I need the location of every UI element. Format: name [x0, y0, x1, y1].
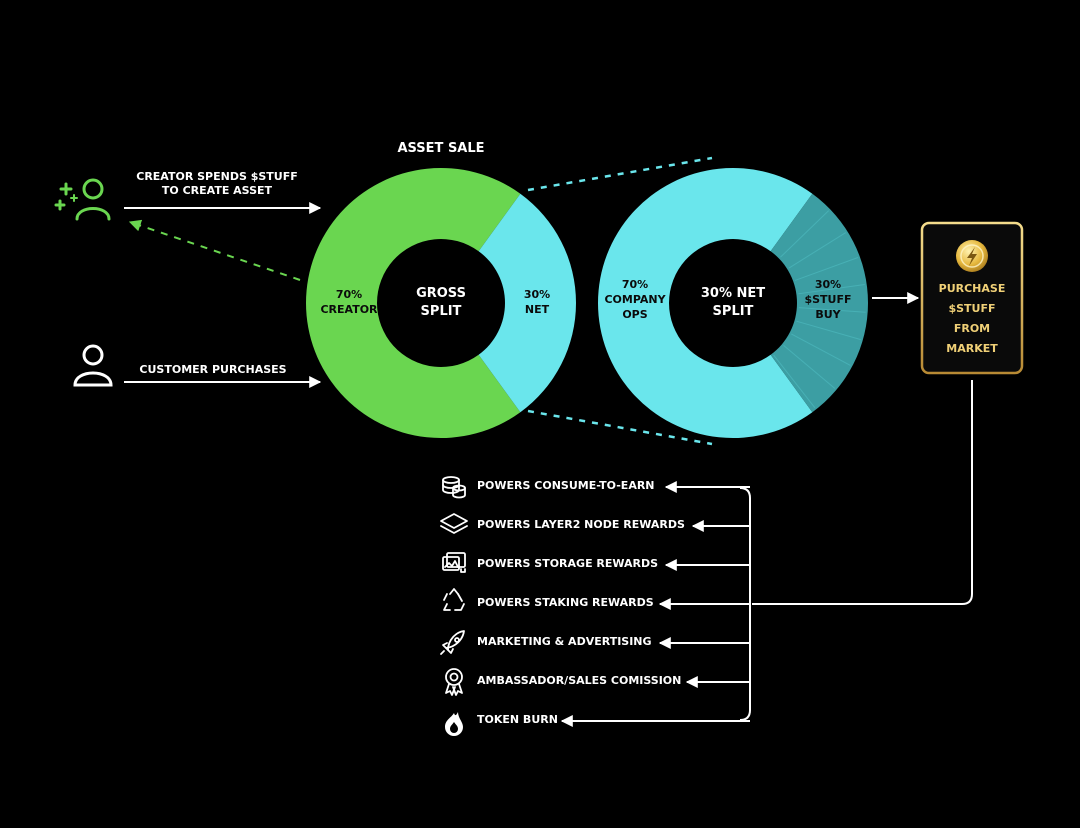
coin-stack-icon: [442, 476, 466, 499]
ops-label-line1: COMPANY: [604, 293, 666, 306]
buy-pct: 30%: [814, 278, 842, 291]
creator-label: CREATOR: [320, 303, 378, 316]
media-storage-icon: [442, 552, 466, 573]
buy-label-line1: $STUFF: [804, 293, 852, 306]
stuff-buy-texture: [773, 210, 866, 409]
company-ops-70-segment: [598, 167, 813, 438]
use-item-label: AMBASSADOR/SALES COMISSION: [477, 674, 682, 687]
use-item-label: POWERS STAKING REWARDS: [477, 596, 654, 609]
customer-purchases-label: CUSTOMER PURCHASES: [139, 363, 287, 376]
buy-texture-ray: [773, 354, 816, 409]
gross-split-center-label: GROSS SPLIT: [416, 285, 466, 321]
creator-spends-label: CREATOR SPENDS $STUFF TO CREATE ASSET: [136, 170, 298, 198]
creator-spends-line1: CREATOR SPENDS $STUFF: [136, 170, 298, 183]
stuff-coin-icon: [956, 240, 988, 272]
creator-sparkle-user-icon: [54, 178, 111, 221]
rocket-icon: [440, 630, 465, 655]
use-item-label: MARKETING & ADVERTISING: [477, 635, 652, 648]
purchase-line1: PURCHASE: [938, 282, 1006, 295]
purchase-line2: $STUFF: [948, 302, 996, 315]
net-split-donut: [598, 167, 868, 438]
creator-payout-arrow: [128, 219, 301, 281]
creator-70-segment: [306, 167, 521, 438]
company-ops-segment-label: 70% COMPANY OPS: [604, 277, 665, 322]
creator-pct: 70%: [335, 288, 363, 301]
net-split-center-label: 30% NET SPLIT: [701, 285, 765, 321]
stuff-buy-segment-label: 30% $STUFF BUY: [804, 277, 851, 322]
gross-split-line1: GROSS: [416, 286, 466, 301]
creator-spends-line2: TO CREATE ASSET: [161, 184, 273, 197]
use-item-label: POWERS STORAGE REWARDS: [477, 557, 659, 570]
net-segment-label: 30% NET: [524, 287, 550, 317]
buy-texture-ray: [796, 320, 861, 341]
ops-label-line2: OPS: [622, 308, 648, 321]
stuff-buy-30-segment: [770, 193, 868, 413]
purchase-card-label: PURCHASE $STUFF FROM MARKET: [939, 279, 1006, 359]
purchase-market-card: [920, 221, 1024, 375]
net-pct: 30%: [523, 288, 551, 301]
connector-bottom-dotted: [527, 409, 713, 446]
recycle-icon: [443, 588, 465, 611]
use-item-label: POWERS CONSUME-TO-EARN: [477, 479, 655, 492]
asset-sale-title: ASSET SALE: [397, 141, 485, 156]
buy-texture-ray: [798, 283, 865, 295]
buy-texture-ray: [788, 232, 847, 269]
connector-top-dotted: [527, 156, 713, 192]
buy-texture-ray: [783, 345, 836, 389]
gross-split-donut: [306, 167, 576, 438]
purchase-line4: MARKET: [946, 342, 998, 355]
purchase-line3: FROM: [953, 322, 991, 335]
use-arrows: [560, 481, 750, 727]
buy-texture-ray: [780, 210, 830, 258]
net-split-line2: SPLIT: [712, 304, 754, 319]
net-30-segment: [478, 193, 576, 413]
use-item-label: POWERS LAYER2 NODE REWARDS: [477, 518, 685, 531]
gross-split-line2: SPLIT: [420, 304, 462, 319]
layers-icon: [440, 513, 468, 534]
buy-texture-ray: [798, 307, 866, 313]
market-to-uses-connector: [752, 380, 973, 605]
net-label: NET: [524, 303, 550, 316]
ops-pct: 70%: [621, 278, 649, 291]
buy-texture-ray: [791, 333, 851, 366]
use-icons: [440, 476, 468, 736]
net-split-line1: 30% NET: [700, 286, 766, 301]
flame-icon: [445, 712, 463, 736]
buy-texture-ray: [794, 257, 859, 281]
buy-label-line2: BUY: [815, 308, 841, 321]
user-icon: [73, 344, 113, 387]
use-item-label: TOKEN BURN: [477, 713, 558, 726]
creator-segment-label: 70% CREATOR: [320, 287, 377, 317]
award-ribbon-icon: [445, 668, 463, 696]
